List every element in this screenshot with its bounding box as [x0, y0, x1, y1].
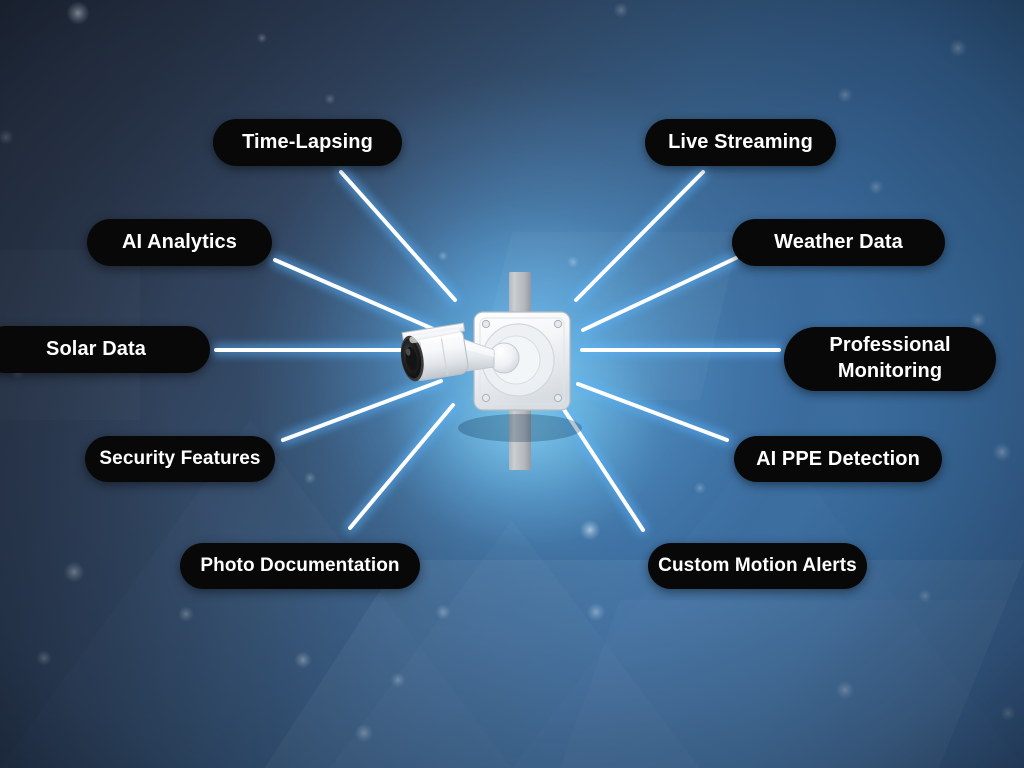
feature-label-text: Time-Lapsing — [242, 131, 373, 153]
feature-label-time-lapsing[interactable]: Time-Lapsing — [213, 119, 402, 166]
feature-label-weather-data[interactable]: Weather Data — [732, 219, 945, 266]
feature-label-text: Weather Data — [774, 231, 903, 253]
feature-label-text: Monitoring — [837, 360, 943, 382]
feature-label-ai-ppe-detection[interactable]: AI PPE Detection — [734, 436, 942, 482]
feature-label-text: AI Analytics — [122, 231, 237, 253]
feature-label-text: Photo Documentation — [200, 555, 400, 576]
feature-label-text: Professional — [829, 334, 951, 357]
feature-label-text: Live Streaming — [668, 131, 813, 153]
feature-label-text: Custom Motion Alerts — [658, 555, 857, 576]
feature-label-text: Security Features — [99, 448, 261, 469]
feature-label-live-streaming[interactable]: Live Streaming — [645, 119, 836, 166]
feature-label-custom-motion-alerts[interactable]: Custom Motion Alerts — [648, 543, 867, 589]
feature-label-security-features[interactable]: Security Features — [85, 436, 275, 482]
feature-label-ai-analytics[interactable]: AI Analytics — [87, 219, 272, 266]
feature-label-solar-data[interactable]: Solar Data — [0, 326, 210, 373]
feature-label-text: AI PPE Detection — [756, 447, 920, 470]
feature-label-text: Solar Data — [46, 338, 146, 360]
feature-label-photo-documentation[interactable]: Photo Documentation — [180, 543, 420, 589]
